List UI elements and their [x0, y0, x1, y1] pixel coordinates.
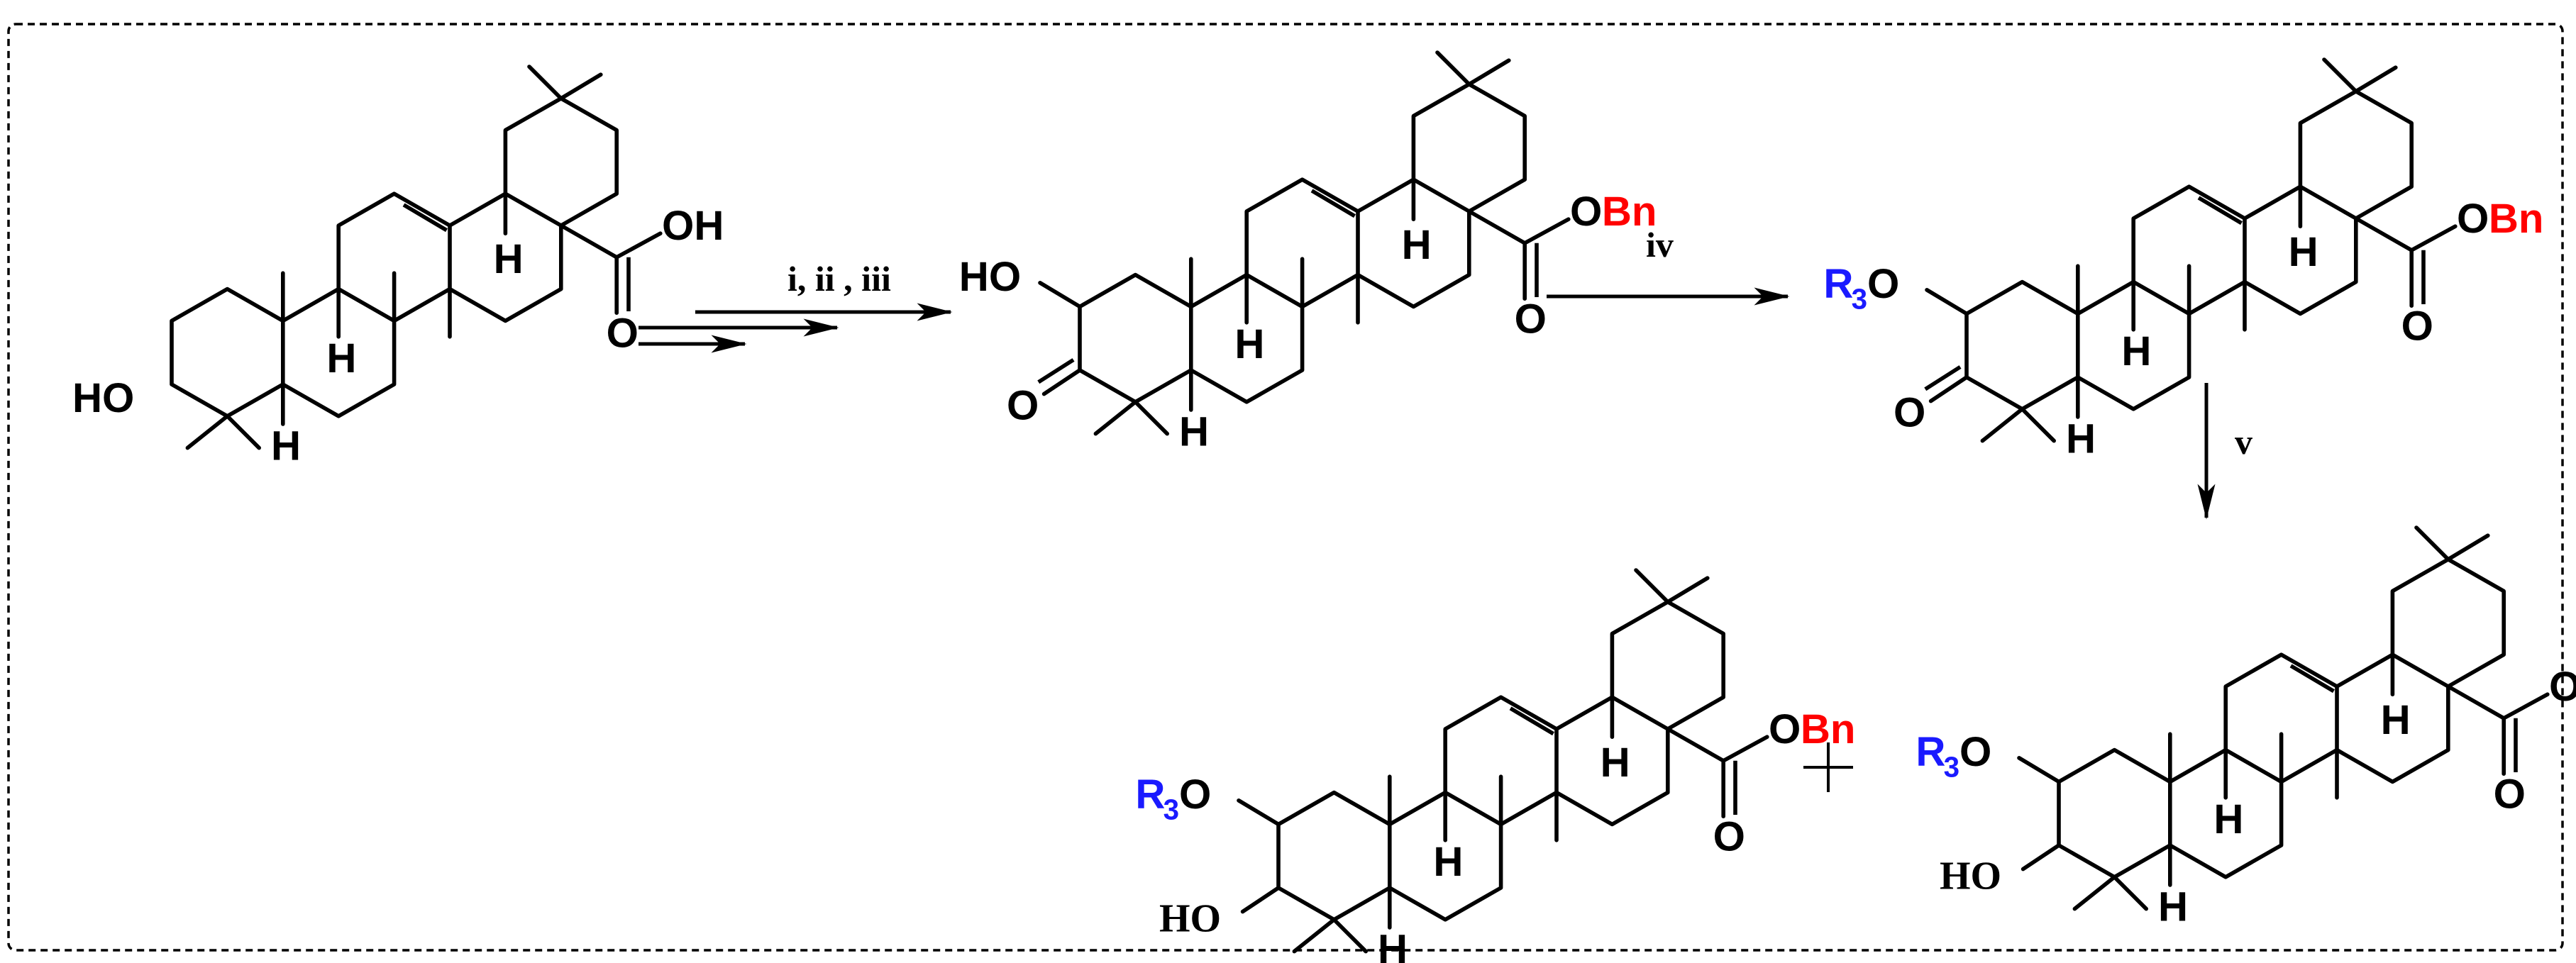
compound-3-h-c9: H: [2121, 328, 2151, 374]
compound-1-ho: HO: [72, 375, 134, 421]
compound-1: H H H HO OH O: [72, 67, 724, 469]
compound-3-r: R: [1823, 261, 1853, 307]
compound-4b-h-c5: H: [2158, 884, 2188, 930]
compound-1-oh: OH: [662, 203, 724, 249]
compound-3-h-c5: H: [2066, 416, 2096, 462]
compound-2-ester-o: O: [1570, 189, 1602, 235]
compound-4a-r: R: [1135, 772, 1165, 818]
compound-3-r-o: O: [1867, 261, 1899, 307]
arrow-step-1: i, ii , iii: [639, 259, 953, 353]
compound-4b-r-subscript: 3: [1944, 751, 1959, 784]
compound-4a-ester-o: O: [1769, 706, 1801, 752]
compound-4b-h-c18: H: [2381, 697, 2411, 743]
arrow-step-3: v: [2197, 383, 2252, 520]
plus-sign: [1803, 742, 1853, 792]
compound-2-keto-o: O: [1007, 382, 1039, 428]
arrow-step-2: iv: [1547, 225, 1790, 306]
compound-4b-r-o: O: [1959, 729, 1991, 775]
compound-3-keto-o: O: [1894, 389, 1925, 435]
compound-2-h-c5: H: [1179, 408, 1209, 455]
compound-1-h-c18: H: [494, 236, 524, 282]
compound-4b-carbonyl-o: O: [2494, 771, 2526, 817]
compound-3-h-c18: H: [2289, 229, 2318, 275]
compound-4a: H H H R 3 O HO O Bn O: [1135, 570, 1855, 963]
compound-4b: H H H R 3 O HO O Bn O: [1916, 528, 2576, 930]
compound-1-h-c5: H: [271, 423, 301, 469]
compound-2-h-c9: H: [1234, 321, 1264, 367]
compound-4a-h-c18: H: [1601, 740, 1630, 786]
compound-3-r-subscript: 3: [1852, 283, 1867, 316]
compound-1-h-c9: H: [326, 335, 356, 382]
compound-3: H H H R 3 O O O Bn O: [1823, 60, 2543, 462]
step-2-label: iv: [1646, 225, 1674, 265]
compound-4b-ester-o: O: [2549, 664, 2576, 710]
compound-4a-h-c5: H: [1378, 926, 1408, 963]
compound-2-ho: HO: [959, 254, 1021, 300]
compound-3-carbonyl-o: O: [2401, 303, 2433, 349]
compound-4a-h-c9: H: [1433, 839, 1463, 885]
compound-4a-carbonyl-o: O: [1713, 813, 1745, 859]
compound-4a-ho: HO: [1159, 897, 1221, 941]
compound-4b-r: R: [1916, 729, 1945, 775]
compound-4b-h-c9: H: [2213, 796, 2243, 842]
compound-4a-r-subscript: 3: [1163, 794, 1179, 826]
scheme-frame: [7, 23, 2564, 952]
compound-2-bn: Bn: [1602, 189, 1657, 235]
step-1-label: i, ii , iii: [787, 259, 891, 299]
compound-1-carbonyl-o: O: [607, 310, 639, 356]
compound-4b-ho: HO: [1940, 855, 2001, 898]
step-3-label: v: [2235, 422, 2252, 462]
compound-3-ester-o: O: [2457, 196, 2489, 242]
compound-2: H H H HO O O Bn O: [959, 52, 1657, 455]
compound-2-h-c18: H: [1402, 222, 1432, 268]
compound-4a-r-o: O: [1179, 772, 1211, 818]
compound-2-carbonyl-o: O: [1515, 296, 1547, 342]
compound-3-bn: Bn: [2489, 196, 2544, 242]
